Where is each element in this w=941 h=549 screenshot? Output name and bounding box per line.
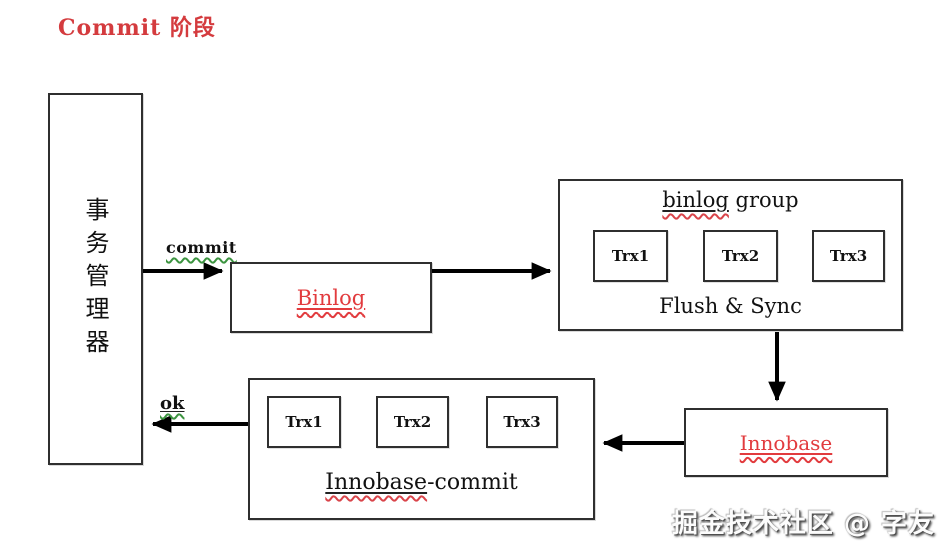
innobase-commit-label-underlined: Innobase [325,470,427,495]
commit-trx1-box: Trx1 [267,396,341,448]
binlog-label-text: Binlog [296,285,366,310]
commit-trx2-label: Trx2 [393,413,432,431]
binlog-label: Binlog [297,286,365,310]
node-binlog: Binlog [230,262,432,333]
binlog-group-title-underlined: binlog [662,188,729,212]
transaction-manager-label: 事务管理器 [81,196,109,362]
node-transaction-manager: 事务管理器 [48,93,143,465]
group-trx3-box: Trx3 [812,230,885,282]
innobase-commit-label: Innobase-commit [248,470,595,495]
innobase-label-text: Innobase [739,430,833,455]
group-trx2-label: Trx2 [721,247,760,265]
edge-label-commit: commit [166,238,237,257]
innobase-commit-label-rest: -commit [427,470,518,495]
watermark: 掘金技术社区 @ 字友 [671,509,935,539]
binlog-group-title: binlog group [558,188,903,212]
ok-text: ok [160,393,185,414]
edge-label-ok: ok [160,393,184,414]
binlog-group-title-text: binlog [662,188,729,212]
commit-trx3-box: Trx3 [486,396,558,448]
binlog-group-title-rest: group [728,188,799,212]
page-title: Commit 阶段 [58,15,216,41]
group-trx3-label: Trx3 [829,247,868,265]
commit-trx3-label: Trx3 [503,413,541,431]
innobase-label: Innobase [740,431,833,455]
commit-trx1-label: Trx1 [285,413,323,431]
group-trx2-box: Trx2 [703,230,778,282]
innobase-commit-label-text: Innobase [325,470,428,495]
group-trx1-box: Trx1 [593,230,668,282]
group-trx1-label: Trx1 [611,247,650,265]
node-innobase: Innobase [684,408,888,477]
commit-trx2-box: Trx2 [376,396,449,448]
flush-sync-label: Flush & Sync [659,294,802,318]
